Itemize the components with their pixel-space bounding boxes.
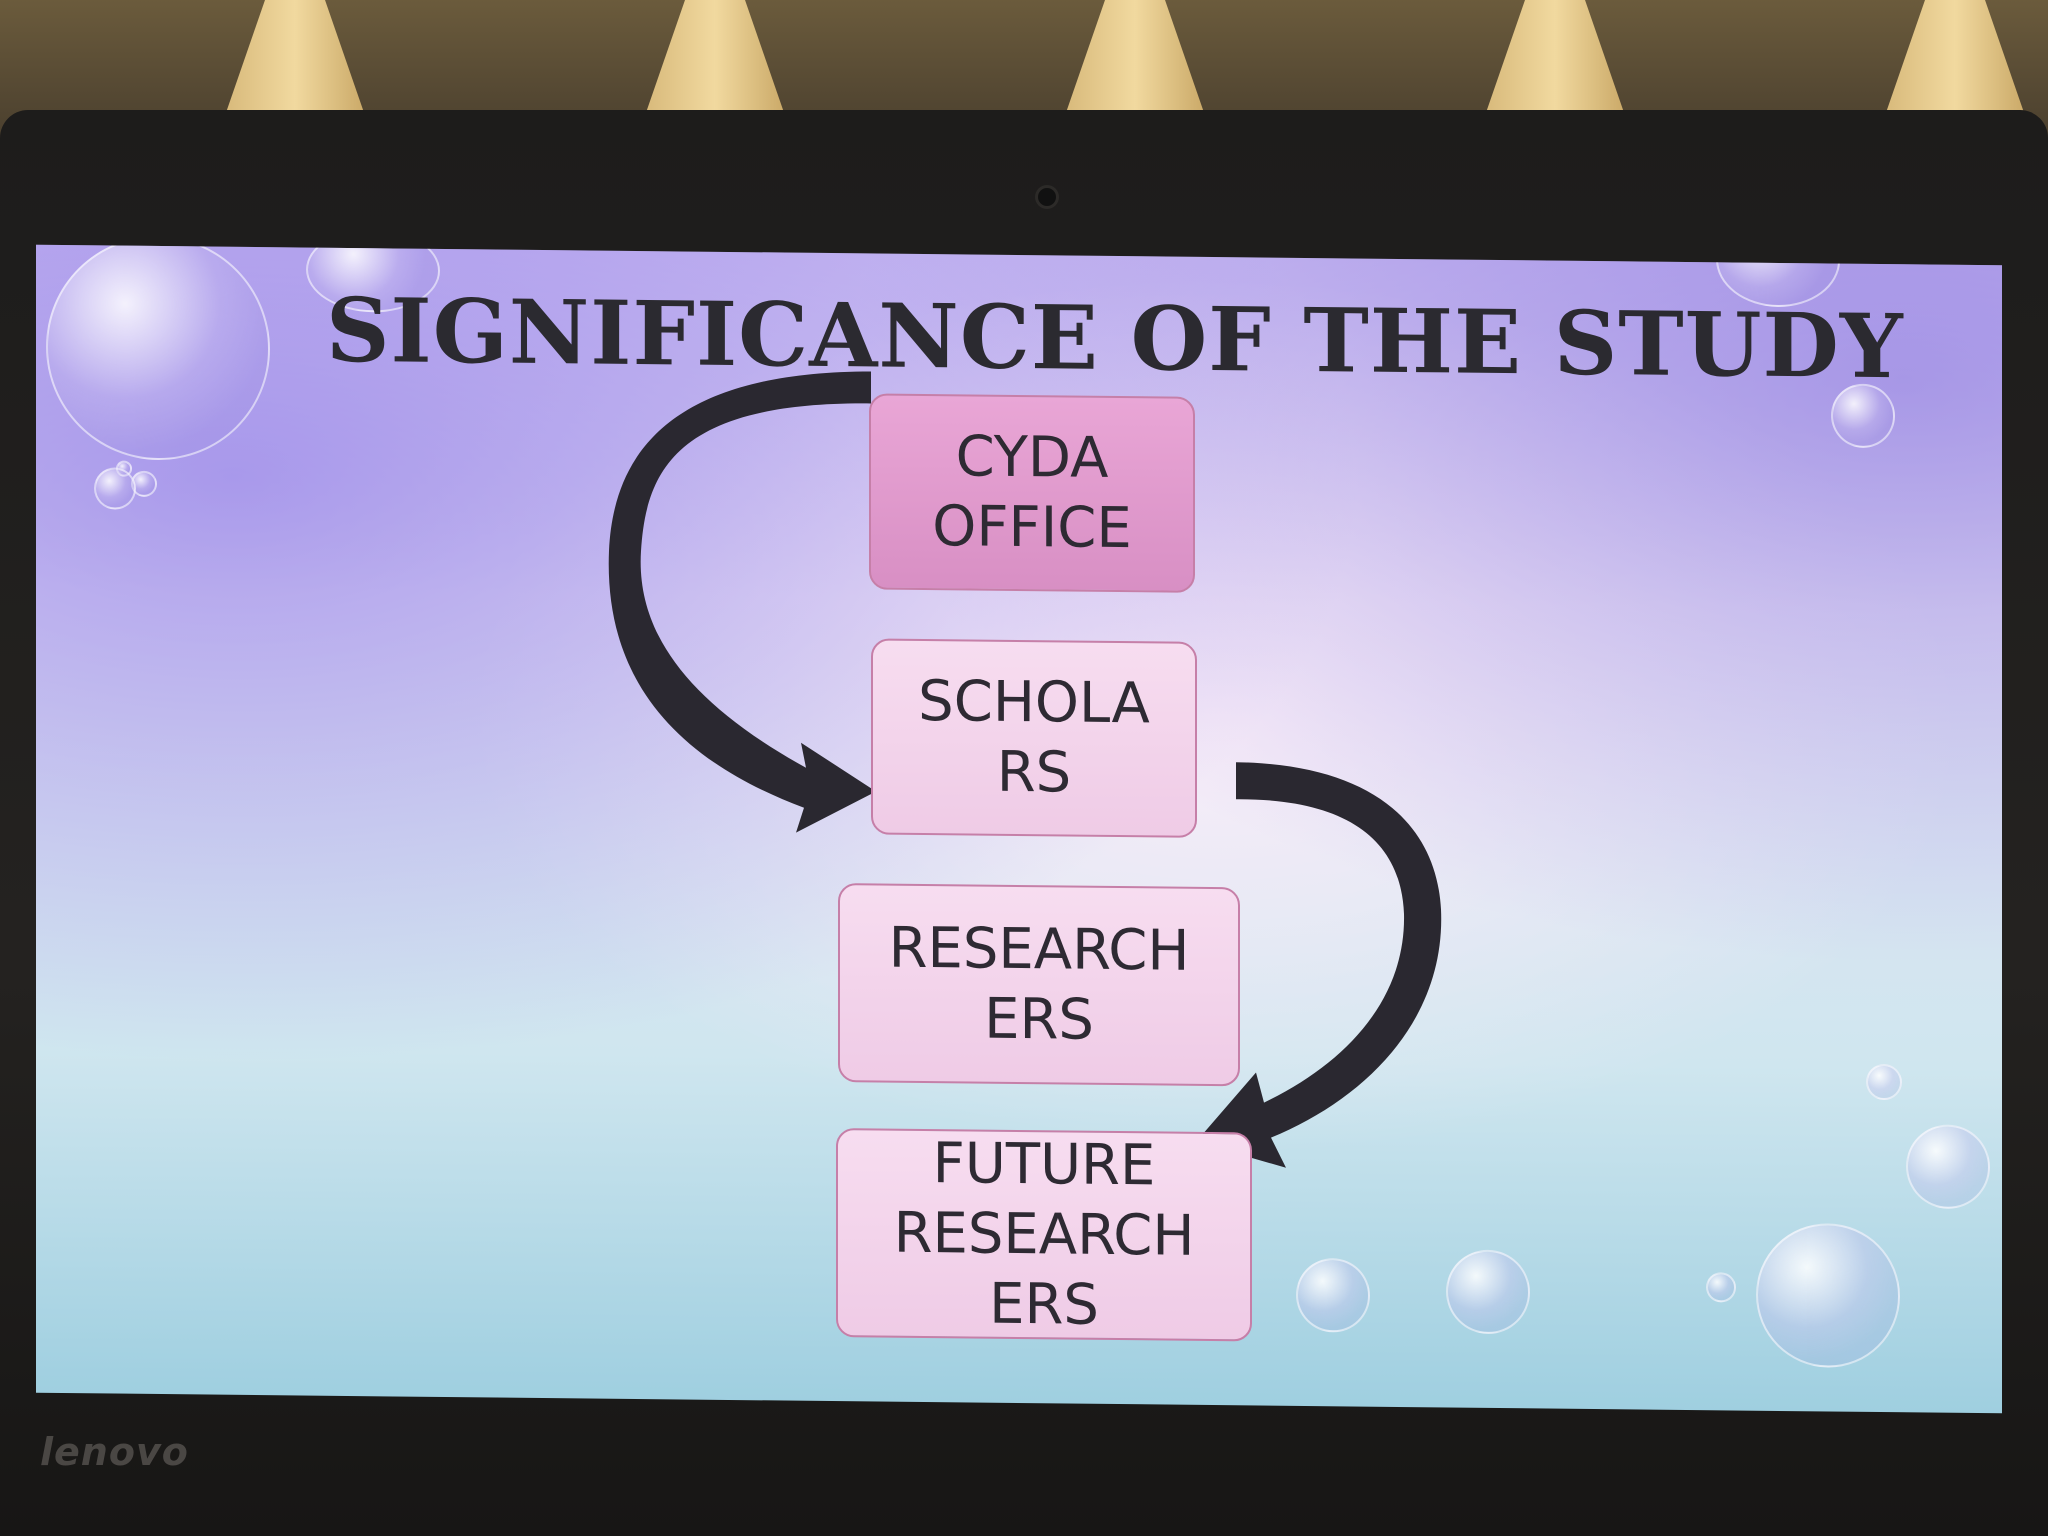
node-cyda-office: CYDA OFFICE <box>869 393 1195 593</box>
node-researchers: RESEARCH ERS <box>838 883 1240 1087</box>
arrows-layer <box>608 371 1442 1168</box>
curved-arrow-icon <box>1196 762 1442 1168</box>
curved-arrow-icon <box>608 371 876 833</box>
webcam-icon <box>1038 188 1056 206</box>
brand-logo: lenovo <box>40 1430 189 1474</box>
node-future-researchers: FUTURE RESEARCH ERS <box>836 1128 1252 1342</box>
node-scholars: SCHOLA RS <box>871 638 1197 838</box>
presentation-slide: SIGNIFICANCE OF THE STUDY CYDA OFFICE SC… <box>36 244 2002 1414</box>
